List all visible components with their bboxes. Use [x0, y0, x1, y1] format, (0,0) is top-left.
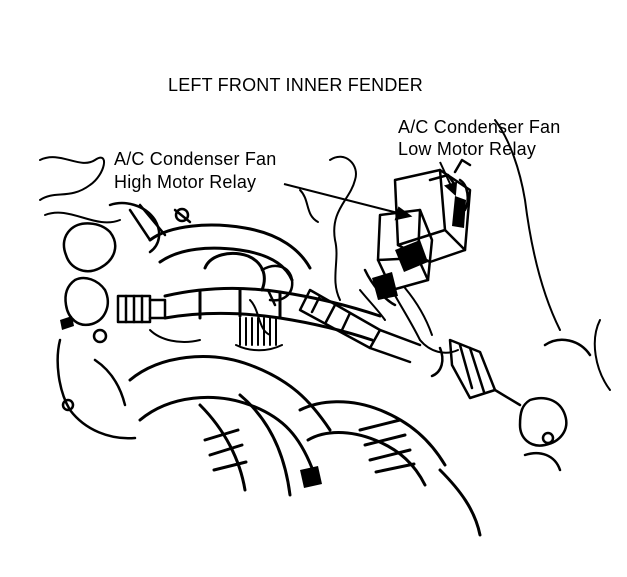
- sensor-plug: [298, 288, 422, 364]
- low-motor-relay: [393, 158, 472, 264]
- upper-hose-loop: [148, 223, 312, 292]
- high-motor-relay-label-line1: A/C Condenser Fan: [114, 149, 277, 169]
- coolant-hose: [163, 287, 382, 342]
- hose-clamp: [260, 264, 294, 307]
- diagram-title: LEFT FRONT INNER FENDER: [168, 75, 423, 95]
- wiring-harness: [359, 287, 459, 354]
- spring-coil: [235, 317, 283, 352]
- left-mount-assembly: [56, 201, 192, 440]
- low-motor-relay-label-line2: Low Motor Relay: [398, 139, 537, 159]
- low-motor-relay-label-line1: A/C Condenser Fan: [398, 117, 561, 137]
- high-motor-relay-label-line2: High Motor Relay: [114, 172, 257, 192]
- right-side-parts: [518, 338, 592, 472]
- high-relay-arrowhead: [394, 206, 413, 221]
- high-relay-leader-line: [283, 183, 403, 215]
- low-relay-leader-line: [439, 161, 453, 189]
- lower-hose: [128, 355, 332, 497]
- right-connector: [430, 338, 522, 407]
- background-engine-parts: [39, 119, 611, 391]
- hose-fitting: [116, 294, 167, 324]
- leader-lines: [283, 161, 458, 221]
- low-relay-arrowhead: [443, 181, 458, 197]
- shading: [60, 196, 466, 488]
- right-lower-hose: [298, 400, 482, 537]
